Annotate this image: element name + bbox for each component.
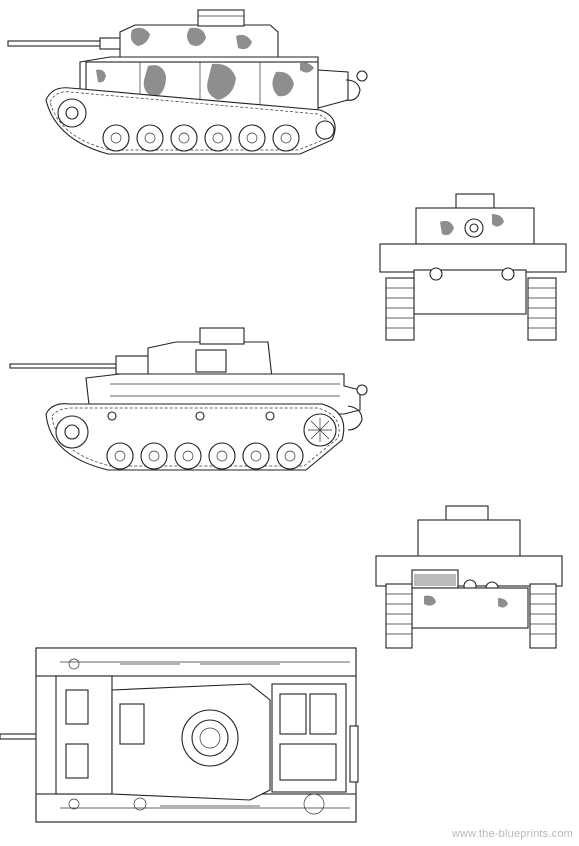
- driver-hatch: [65, 689, 89, 725]
- exhaust-muffler: [345, 79, 361, 101]
- side-view-camouflaged: [7, 9, 368, 155]
- road-wheels: [102, 124, 300, 152]
- watermark: www.the-blueprints.com: [451, 828, 573, 840]
- front-hull: [379, 243, 567, 273]
- exhaust-pipe-2: [356, 384, 368, 396]
- engine-hatch-right: [309, 693, 337, 735]
- top-view: [0, 647, 359, 823]
- gun-barrel-2: [9, 363, 121, 369]
- turret-side-hatch: [195, 349, 227, 373]
- road-wheels-2: [106, 442, 304, 470]
- commander-cupola-2: [199, 327, 245, 345]
- rear-muffler-top: [349, 725, 359, 783]
- right-track-front: [527, 277, 557, 341]
- idler-wheel: [315, 120, 335, 140]
- exhaust-pipe: [356, 70, 368, 82]
- left-track-front: [385, 277, 415, 341]
- rear-grille: [279, 743, 337, 781]
- turret-roof-hatch: [119, 703, 145, 745]
- left-track-rear: [385, 583, 413, 649]
- cupola-top: [191, 719, 229, 757]
- right-track-rear: [529, 583, 557, 649]
- gun-mantlet-2: [115, 355, 151, 375]
- side-view-plain: [9, 327, 368, 471]
- rear-plate: [411, 587, 529, 629]
- gun-mantlet: [99, 37, 123, 50]
- front-view-camouflaged: [379, 193, 567, 341]
- gun-barrel: [7, 40, 105, 47]
- rear-turret: [417, 519, 521, 559]
- rear-view: [375, 505, 563, 649]
- engine-hatch-left: [279, 693, 307, 735]
- commander-cupola: [197, 9, 245, 27]
- return-rollers: [107, 411, 275, 421]
- radio-operator-hatch: [65, 743, 89, 779]
